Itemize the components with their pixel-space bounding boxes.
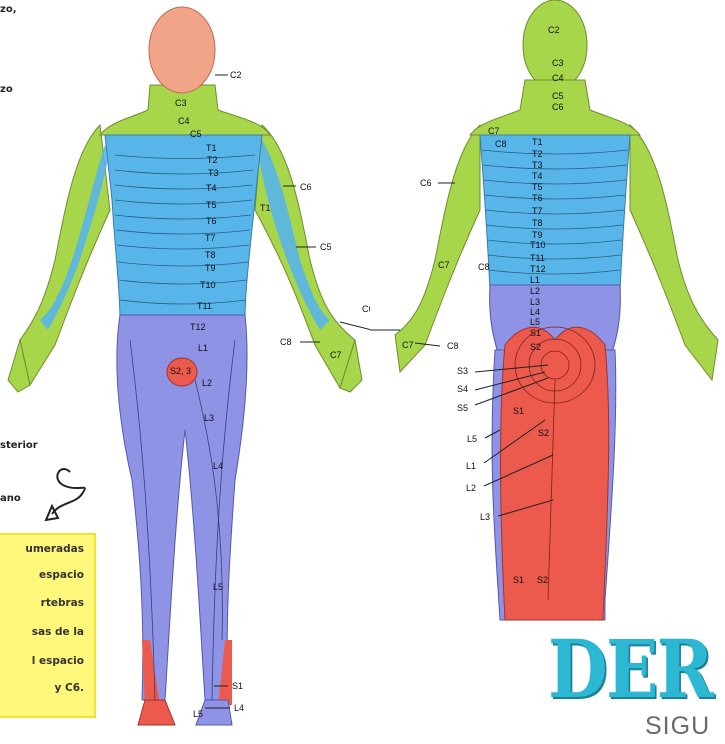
label-C8-hand: C8 <box>447 341 459 351</box>
label-T3: T3 <box>208 168 219 178</box>
label-C8-arm: C8 <box>478 262 490 272</box>
label-T11: T11 <box>530 253 545 263</box>
label-L2: L2 <box>530 286 540 296</box>
label-T1: T1 <box>532 137 543 147</box>
label-L3-leg: L3 <box>480 512 490 522</box>
label-L5-foot: L5 <box>193 709 203 719</box>
label-S5: S5 <box>457 403 468 413</box>
label-T4: T4 <box>206 183 217 193</box>
label-C6-arm: C6 <box>420 178 432 188</box>
logo-main-text: DER <box>548 622 712 716</box>
label-T8: T8 <box>532 218 543 228</box>
label-S3: S3 <box>457 366 468 376</box>
label-C7: C7 <box>488 126 500 136</box>
label-C7-arm: C7 <box>438 260 450 270</box>
label-C6: C6 <box>300 182 312 192</box>
label-L1-leg: L1 <box>466 461 476 471</box>
label-C7-hand: C7 <box>402 340 414 350</box>
label-T2: T2 <box>532 149 543 159</box>
label-T1: T1 <box>206 143 217 153</box>
label-T10: T10 <box>200 280 216 290</box>
label-T7: T7 <box>205 233 216 243</box>
label-S4: S4 <box>457 384 468 394</box>
label-T8: T8 <box>205 250 216 260</box>
label-T6: T6 <box>206 216 217 226</box>
label-S1: S1 <box>232 681 243 691</box>
label-L3: L3 <box>530 297 540 307</box>
label-T10: T10 <box>530 240 546 250</box>
label-C4: C4 <box>552 73 564 83</box>
label-S2-3: S2, 3 <box>170 366 191 376</box>
label-C8: C8 <box>280 337 292 347</box>
label-L2: L2 <box>202 378 212 388</box>
label-S2: S2 <box>530 342 541 352</box>
label-C3: C3 <box>552 58 564 68</box>
label-T3: T3 <box>532 160 543 170</box>
label-S2-leg: S2 <box>538 428 549 438</box>
label-L5-leg: L5 <box>467 434 477 444</box>
label-T5: T5 <box>206 200 217 210</box>
label-L2-leg: L2 <box>466 483 476 493</box>
brand-logo: DER SIGU <box>540 622 725 744</box>
label-S1-leg: S1 <box>513 406 524 416</box>
label-C4: C4 <box>178 116 190 126</box>
label-C5-arm: C5 <box>320 242 332 252</box>
label-L4: L4 <box>213 461 223 471</box>
label-C2: C2 <box>230 70 242 80</box>
logo-sub-text: SIGU <box>645 712 710 741</box>
label-T2: T2 <box>207 155 218 165</box>
label-C7: C7 <box>330 350 342 360</box>
label-L5: L5 <box>213 582 223 592</box>
label-C3: C3 <box>175 98 187 108</box>
label-T12: T12 <box>190 322 206 332</box>
label-T12: T12 <box>530 264 546 274</box>
label-C6-hand: C6 <box>362 304 370 314</box>
label-C5: C5 <box>552 91 564 101</box>
label-C8: C8 <box>495 139 507 149</box>
label-C5: C5 <box>190 129 202 139</box>
label-C2: C2 <box>548 25 560 35</box>
label-T9: T9 <box>205 263 216 273</box>
label-T9: T9 <box>532 230 543 240</box>
label-L1: L1 <box>530 275 540 285</box>
front-dermatome-figure: C2 C3 C4 C5 T1 T2 T3 T4 T5 T6 T7 T8 T9 T… <box>0 0 370 744</box>
label-T1-arm: T1 <box>260 203 271 213</box>
label-L4-foot: L4 <box>234 703 244 713</box>
label-S1: S1 <box>530 328 541 338</box>
label-L1: L1 <box>198 343 208 353</box>
label-S1-calf: S1 <box>513 575 524 585</box>
label-S2-calf: S2 <box>537 575 548 585</box>
label-T7: T7 <box>532 206 543 216</box>
label-L5: L5 <box>530 317 540 327</box>
label-T11: T11 <box>197 301 212 311</box>
label-T4: T4 <box>532 171 543 181</box>
label-L4: L4 <box>530 307 540 317</box>
label-T6: T6 <box>532 193 543 203</box>
label-C6: C6 <box>552 102 564 112</box>
label-L3: L3 <box>204 413 214 423</box>
label-T5: T5 <box>532 182 543 192</box>
